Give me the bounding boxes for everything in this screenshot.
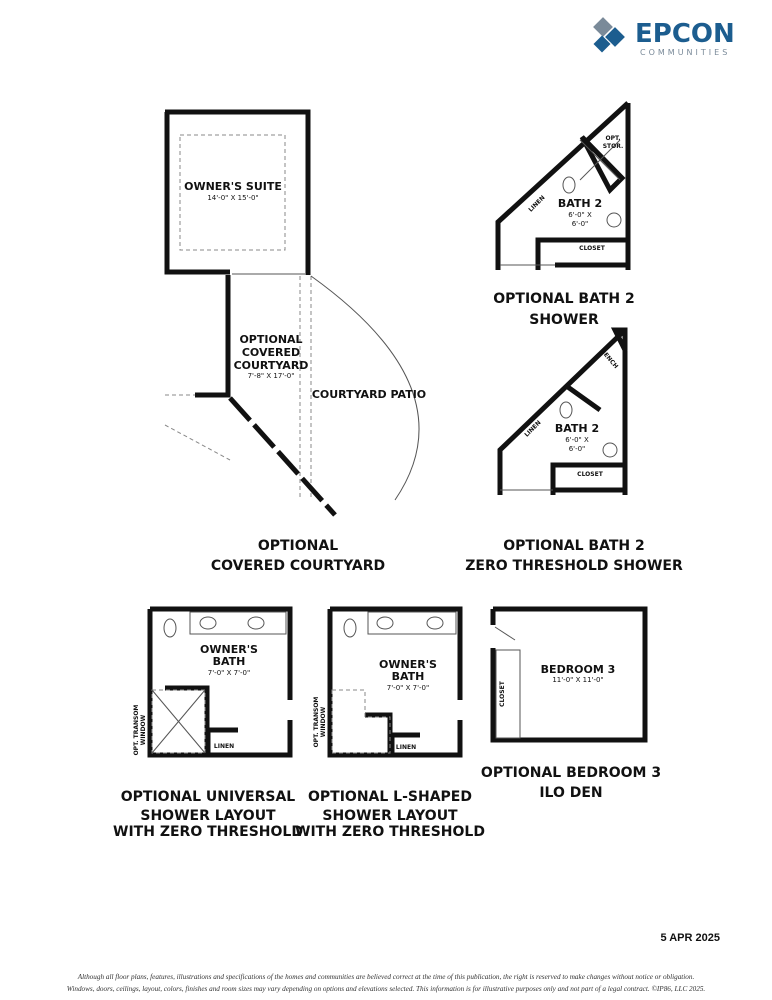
owners-bath-label-1: OWNER'S [200, 643, 258, 656]
lshaped-title-2: SHOWER LAYOUT [322, 808, 458, 824]
transom-label-4: WINDOW [320, 706, 327, 737]
bath2-label: BATH 2 [558, 197, 602, 210]
bath2-zero-title-2: ZERO THRESHOLD SHOWER [465, 558, 683, 574]
linen-label: LINEN [527, 194, 546, 213]
bath2-shower-title-1: OPTIONAL BATH 2 [493, 291, 634, 307]
transom-label-3: OPT. TRANSOM [313, 697, 320, 748]
bench-label: BENCH [599, 348, 619, 370]
opt-stor-1: OPT. [606, 135, 621, 142]
logo-brand: EPCON [635, 19, 735, 49]
owners-bath-label-3: OWNER'S [379, 658, 437, 671]
courtyard-title-1: OPTIONAL [258, 538, 338, 554]
date-stamp: 5 APR 2025 [660, 932, 720, 944]
owners-bath-dim-2: 7'-0" X 7'-0" [387, 684, 429, 692]
transom-label-2: WINDOW [140, 714, 147, 745]
owners-suite-label: OWNER'S SUITE [184, 180, 282, 193]
owners-bath-label-4: BATH [392, 670, 425, 683]
closet-label-2: CLOSET [577, 471, 604, 478]
universal-shower-plan: OWNER'S BATH 7'-0" X 7'-0" OPT. TRANSOM … [113, 606, 303, 840]
bath2-dim-2: 6'-0" [572, 220, 589, 228]
disclaimer-line-2: Windows, doors, ceilings, layout, colors… [66, 985, 706, 993]
linen-label-4: LINEN [396, 744, 416, 751]
owners-suite-dim: 14'-0" X 15'-0" [207, 194, 258, 202]
epcon-logo: EPCON COMMUNITIES [593, 17, 735, 57]
universal-title-3: WITH ZERO THRESHOLD [113, 824, 303, 840]
bedroom3-dim: 11'-0" X 11'-0" [552, 676, 603, 684]
courtyard-dim: 7'-8" X 17'-0" [248, 372, 295, 380]
owners-bath-dim: 7'-0" X 7'-0" [208, 669, 250, 677]
lshaped-title-3: WITH ZERO THRESHOLD [295, 824, 485, 840]
courtyard-label-1: OPTIONAL [239, 333, 302, 346]
universal-title-1: OPTIONAL UNIVERSAL [121, 789, 296, 805]
closet-label: CLOSET [579, 245, 606, 252]
universal-title-2: SHOWER LAYOUT [140, 808, 276, 824]
epcon-logo-icon [593, 17, 625, 53]
bedroom3-title-1: OPTIONAL BEDROOM 3 [481, 765, 661, 781]
bath2-shower-plan: OPT. STOR. LINEN BATH 2 6'-0" X 6'-0" CL… [493, 101, 635, 328]
covered-courtyard-plan: OWNER'S SUITE 14'-0" X 15'-0" OPTIONAL C… [164, 109, 426, 574]
courtyard-title-2: COVERED COURTYARD [211, 558, 385, 574]
opt-stor-2: STOR. [603, 143, 624, 150]
linen-label-3: LINEN [214, 743, 234, 750]
patio-label: COURTYARD PATIO [312, 388, 426, 401]
bedroom3-plan: BEDROOM 3 11'-0" X 11'-0" CLOSET OPTIONA… [481, 606, 661, 801]
bedroom3-label: BEDROOM 3 [541, 663, 616, 676]
bath2-zero-threshold-plan: BENCH LINEN BATH 2 6'-0" X 6'-0" CLOSET … [465, 327, 683, 574]
disclaimer-line-1: Although all floor plans, features, illu… [77, 973, 695, 981]
l-shaped-shower-plan: OWNER'S BATH 7'-0" X 7'-0" OPT. TRANSOM … [295, 606, 485, 840]
lshaped-title-1: OPTIONAL L-SHAPED [308, 789, 472, 805]
bath2-dim-3: 6'-0" X [565, 436, 589, 444]
bath2-label-2: BATH 2 [555, 422, 599, 435]
transom-label-1: OPT. TRANSOM [133, 705, 140, 756]
logo-sub: COMMUNITIES [640, 48, 730, 57]
courtyard-label-3: COURTYARD [234, 359, 309, 372]
bath2-dim-4: 6'-0" [569, 445, 586, 453]
bath2-shower-title-2: SHOWER [529, 312, 599, 328]
bath2-dim-1: 6'-0" X [568, 211, 592, 219]
owners-bath-label-2: BATH [213, 655, 246, 668]
closet-label-3: CLOSET [499, 680, 506, 707]
bath2-zero-title-1: OPTIONAL BATH 2 [503, 538, 644, 554]
courtyard-label-2: COVERED [242, 346, 300, 359]
bedroom3-title-2: ILO DEN [539, 785, 602, 801]
